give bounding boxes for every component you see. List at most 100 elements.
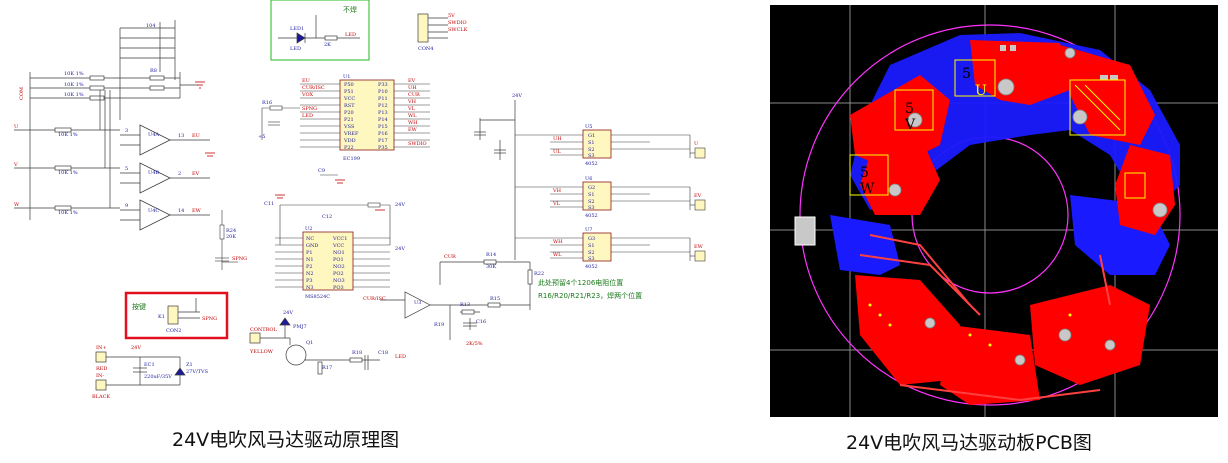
svg-text:EV: EV: [408, 78, 416, 84]
svg-text:20K: 20K: [226, 234, 236, 240]
svg-text:Z1: Z1: [186, 362, 193, 368]
svg-text:SWCLK: SWCLK: [448, 27, 468, 33]
svg-text:U3: U3: [414, 300, 421, 306]
svg-text:VSS: VSS: [343, 124, 355, 130]
traces: [859, 234, 1111, 402]
current-sense: [380, 259, 533, 340]
silk-label-5-w: 5: [860, 165, 869, 181]
button-box: [124, 291, 229, 340]
svg-text:SWDIO: SWDIO: [408, 141, 427, 147]
svg-text:N2: N2: [306, 271, 314, 277]
svg-text:P15: P15: [378, 124, 388, 130]
svg-text:P35: P35: [378, 145, 388, 151]
svg-text:SPNG: SPNG: [232, 256, 247, 262]
svg-text:VL: VL: [407, 106, 416, 112]
svg-text:UH: UH: [408, 85, 417, 91]
svg-text:VREF: VREF: [343, 131, 359, 137]
svg-text:CUR/ISC: CUR/ISC: [363, 296, 386, 302]
svg-text:S1: S1: [588, 243, 595, 249]
svg-text:P2: P2: [306, 264, 313, 270]
svg-text:U2: U2: [305, 226, 312, 232]
svg-text:P11: P11: [378, 96, 388, 102]
phase-inputs: [14, 90, 120, 211]
pcb-caption: 24V电吹风马达驱动板PCB图: [846, 432, 1092, 454]
svg-text:S3: S3: [588, 256, 595, 262]
svg-text:WL: WL: [553, 252, 562, 258]
net-ew: EW: [192, 208, 202, 214]
vias: [888, 47, 1168, 366]
svg-text:CUR: CUR: [444, 254, 456, 260]
svg-text:U4B: U4B: [148, 170, 159, 176]
svg-text:N3: N3: [306, 285, 314, 291]
svg-text:R17: R17: [322, 365, 332, 371]
svg-text:VDD: VDD: [343, 138, 356, 144]
svg-text:S3: S3: [588, 153, 595, 159]
svg-text:LED: LED: [302, 113, 313, 119]
svg-text:CON2: CON2: [166, 328, 181, 334]
svg-text:24V: 24V: [283, 310, 293, 316]
svg-text:V: V: [13, 162, 18, 168]
svg-text:W: W: [14, 202, 20, 208]
svg-text:NO1: NO1: [333, 250, 345, 256]
svg-text:S1: S1: [588, 192, 595, 198]
svg-text:10K 1%: 10K 1%: [58, 170, 78, 176]
svg-text:S2: S2: [588, 250, 595, 256]
svg-text:P12: P12: [378, 103, 388, 109]
svg-text:EC199: EC199: [343, 156, 360, 162]
svg-text:10K 1%: 10K 1%: [64, 82, 84, 88]
svg-text:P22: P22: [344, 145, 354, 151]
svg-text:104: 104: [146, 23, 156, 29]
pcb-view: 5 U 5 V 5 W: [770, 5, 1218, 417]
svg-text:P17: P17: [378, 138, 388, 144]
svg-text:LED: LED: [290, 46, 301, 52]
svg-text:N1: N1: [306, 257, 314, 263]
svg-text:NC: NC: [306, 236, 314, 242]
silk-label-v: V: [904, 117, 916, 133]
svg-text:R18: R18: [352, 350, 362, 356]
svg-text:S1: S1: [588, 140, 595, 146]
control-transistor: [249, 317, 380, 375]
svg-text:RST: RST: [344, 103, 355, 109]
svg-text:R24: R24: [226, 228, 236, 234]
svg-text:30K: 30K: [486, 264, 496, 270]
svg-text:24V: 24V: [395, 246, 405, 252]
svg-text:U1: U1: [343, 74, 350, 80]
silk-label-w: W: [860, 181, 875, 197]
svg-text:C11: C11: [264, 201, 274, 207]
svg-text:MS8524C: MS8524C: [305, 294, 330, 300]
svg-text:R19: R19: [434, 322, 444, 328]
silkscreen: [849, 59, 1146, 199]
svg-text:EW: EW: [408, 127, 418, 133]
svg-text:4052: 4052: [585, 161, 598, 167]
svg-text:24V: 24V: [512, 93, 522, 99]
svg-text:CUR: CUR: [408, 92, 420, 98]
svg-text:R8: R8: [150, 68, 157, 74]
svg-text:G3: G3: [588, 236, 595, 242]
svg-text:P21: P21: [344, 117, 354, 123]
svg-text:K1: K1: [158, 314, 165, 320]
svg-text:5: 5: [125, 166, 128, 172]
svg-text:C12: C12: [322, 214, 332, 220]
svg-text:9: 9: [125, 203, 128, 209]
svg-text:U4C: U4C: [148, 208, 159, 214]
svg-text:P33: P33: [378, 82, 388, 88]
svg-text:10K 1%: 10K 1%: [58, 132, 78, 138]
svg-text:U4A: U4A: [148, 132, 159, 138]
svg-text:EC1: EC1: [144, 362, 155, 368]
svg-text:220uF/35V: 220uF/35V: [144, 374, 172, 380]
svg-text:5V: 5V: [448, 13, 455, 19]
svg-text:IN+: IN+: [96, 345, 107, 351]
svg-text:EU: EU: [302, 78, 310, 84]
svg-text:U: U: [14, 124, 18, 130]
svg-text:U6: U6: [585, 176, 592, 182]
svg-text:3: 3: [125, 128, 128, 134]
svg-text:EV: EV: [694, 193, 702, 199]
no-solder-box: [270, 0, 370, 61]
svg-text:2K: 2K: [324, 42, 331, 48]
svg-text:IN-: IN-: [96, 373, 104, 379]
svg-text:14: 14: [178, 208, 184, 214]
